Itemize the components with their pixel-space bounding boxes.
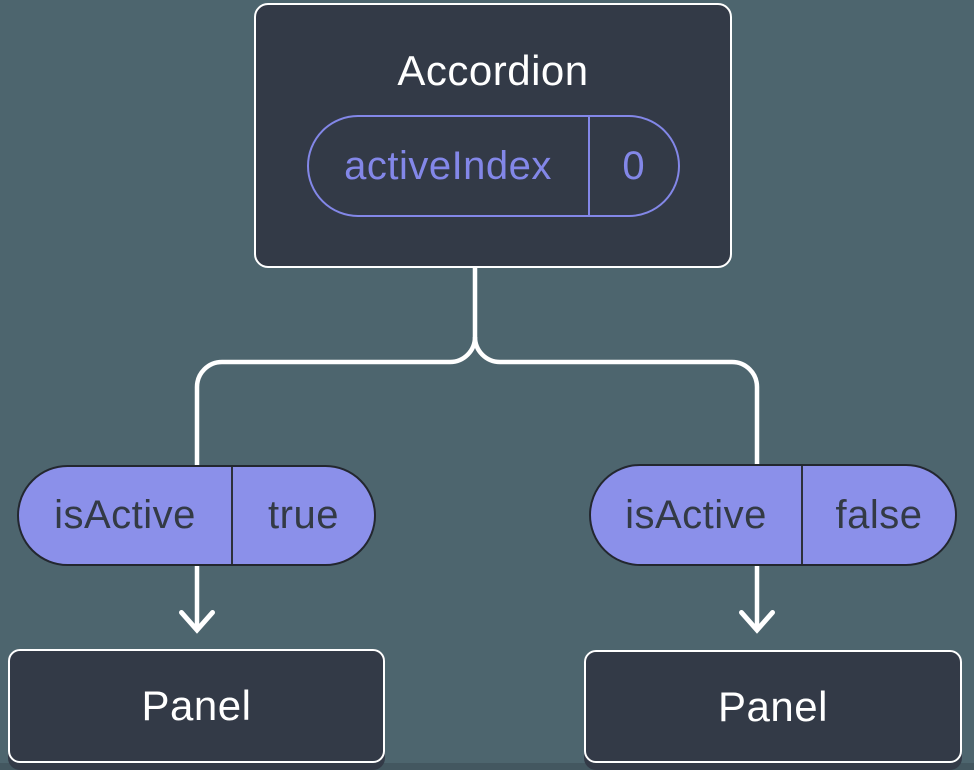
- prop-pill-isactive-true: isActive true: [17, 465, 376, 566]
- panel-node-right: Panel: [584, 650, 962, 770]
- state-name: activeIndex: [344, 143, 552, 188]
- panel-label: Panel: [8, 649, 385, 763]
- prop-value: true: [231, 467, 374, 564]
- arrowhead-left-icon: [179, 610, 215, 634]
- arrowhead-right-icon: [739, 610, 775, 634]
- accordion-node: Accordion activeIndex 0: [254, 3, 732, 268]
- prop-name: isActive: [54, 493, 196, 537]
- prop-value: false: [801, 466, 955, 564]
- state-pill-activeindex: activeIndex 0: [306, 115, 680, 217]
- connector-branch-right: [472, 336, 760, 628]
- accordion-label: Accordion: [397, 47, 589, 94]
- panel-label: Panel: [584, 650, 962, 763]
- prop-name: isActive: [625, 492, 767, 537]
- prop-pill-isactive-false: isActive false: [589, 464, 957, 566]
- state-value: 0: [587, 117, 678, 215]
- image-bottom-edge: [0, 763, 974, 770]
- connector-branch-left: [194, 336, 478, 628]
- panel-node-left: Panel: [8, 649, 385, 770]
